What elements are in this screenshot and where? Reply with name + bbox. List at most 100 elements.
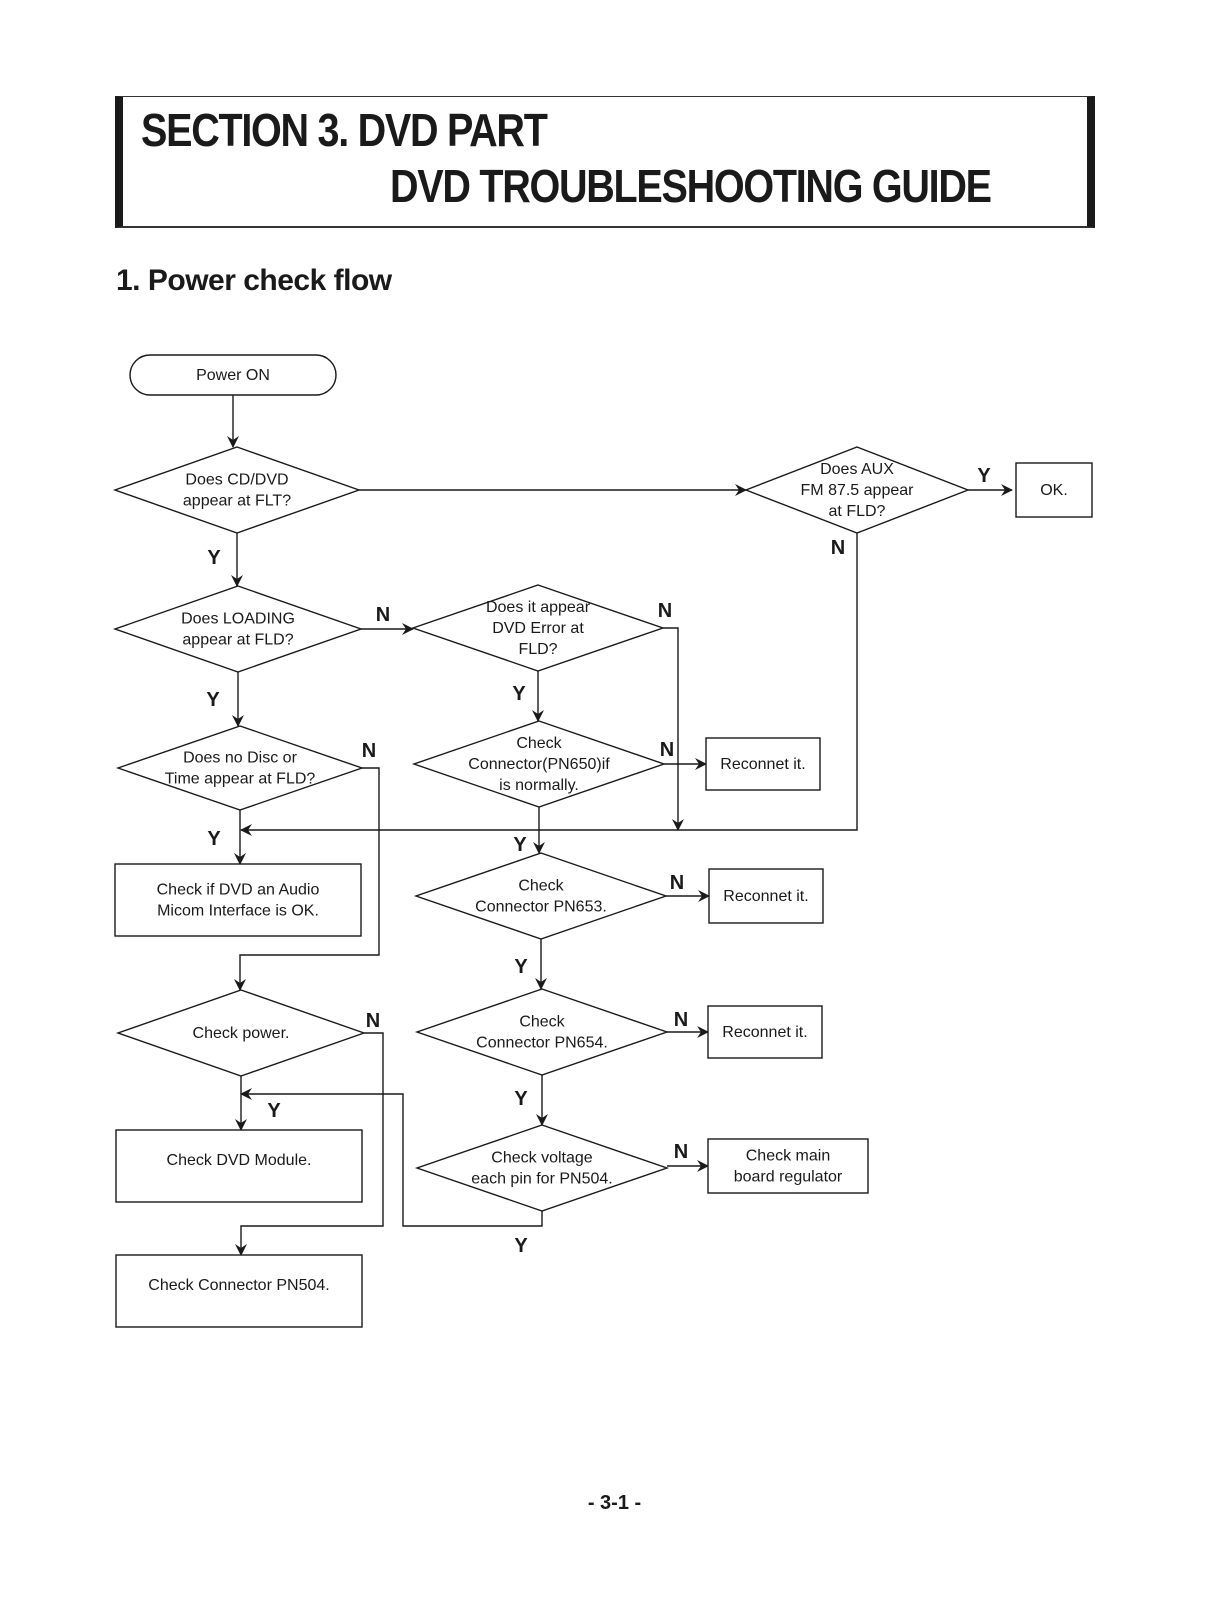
- node-text: OK.: [1040, 482, 1068, 499]
- node-text: Check voltage: [491, 1150, 592, 1167]
- node-text: Check DVD Module.: [167, 1152, 312, 1169]
- edge-q-power-to-check-pn504: [235, 1032, 384, 1256]
- no-label: N: [674, 1141, 688, 1163]
- node-text: at FLD?: [829, 503, 886, 520]
- node-ok: OK.: [1015, 462, 1093, 518]
- decision-diamond: [411, 720, 667, 808]
- node-text: Check: [516, 735, 562, 752]
- edge-q-dvderror-to-check-interface: [663, 627, 684, 831]
- decision-diamond: [112, 446, 362, 534]
- node-text: each pin for PN504.: [471, 1171, 612, 1188]
- edge-q-nodisc-to-q-power: [234, 767, 380, 991]
- node-text: Connector PN654.: [476, 1035, 608, 1052]
- node-text: Check main: [746, 1148, 830, 1165]
- node-text: Power ON: [196, 367, 270, 384]
- no-label: N: [376, 604, 390, 626]
- yes-label: Y: [207, 547, 221, 569]
- node-reconnect3: Reconnet it.: [707, 1005, 823, 1059]
- decision-diamond: [414, 988, 670, 1076]
- process-box: [114, 863, 362, 937]
- node-check-module: Check DVD Module.: [115, 1129, 363, 1203]
- node-q-cddvd: Does CD/DVD appear at FLT?: [112, 446, 362, 534]
- node-text: Micom Interface is OK.: [157, 903, 319, 920]
- node-text: appear at FLT?: [183, 493, 291, 510]
- process-box: [115, 1254, 363, 1328]
- terminal-shape: [129, 354, 337, 396]
- node-q-aux: Does AUX FM 87.5 appear at FLD?: [744, 446, 970, 534]
- node-reconnect1: Reconnet it.: [705, 737, 821, 791]
- section-header: SECTION 3. DVD PART DVD TROUBLESHOOTING …: [115, 96, 1095, 228]
- section-title: SECTION 3. DVD PART: [141, 104, 548, 156]
- node-text: Does AUX: [820, 461, 894, 478]
- node-text: appear at FLD?: [182, 632, 293, 649]
- yes-label: Y: [267, 1100, 281, 1122]
- node-text: Check power.: [193, 1025, 290, 1042]
- yes-label: Y: [514, 1235, 528, 1257]
- no-label: N: [658, 600, 672, 622]
- node-text: Does it appear: [486, 599, 591, 616]
- node-q-voltage: Check voltage each pin for PN504.: [414, 1124, 670, 1212]
- node-text: board regulator: [734, 1169, 843, 1186]
- node-q-nodisc: Does no Disc or Time appear at FLD?: [115, 725, 365, 811]
- no-label: N: [366, 1010, 380, 1032]
- decision-diamond: [115, 989, 367, 1077]
- decision-diamond: [115, 725, 365, 811]
- process-box: [705, 737, 821, 791]
- process-box: [708, 868, 824, 924]
- node-text: Connector PN653.: [475, 899, 607, 916]
- decision-diamond: [410, 584, 666, 672]
- no-label: N: [674, 1009, 688, 1031]
- decision-diamond: [413, 852, 669, 940]
- page-number: - 3-1 -: [587, 1492, 642, 1514]
- no-label: N: [660, 739, 674, 761]
- subsection-title: 1. Power check flow: [116, 264, 392, 297]
- decision-diamond: [744, 446, 970, 534]
- yes-label: Y: [977, 465, 991, 487]
- node-text: Check Connector PN504.: [148, 1277, 329, 1294]
- node-text: Check: [519, 1014, 565, 1031]
- node-reconnect2: Reconnet it.: [708, 868, 824, 924]
- node-text: Does LOADING: [181, 611, 295, 628]
- node-check-pn504: Check Connector PN504.: [115, 1254, 363, 1328]
- node-start: Power ON: [129, 354, 337, 396]
- yes-label: Y: [207, 828, 221, 850]
- node-text: is normally.: [499, 777, 579, 794]
- process-box: [707, 1005, 823, 1059]
- node-text: Check if DVD an Audio: [157, 882, 320, 899]
- edge-q-aux-to-check-interface: [240, 533, 858, 836]
- yes-label: Y: [206, 689, 220, 711]
- yes-label: Y: [512, 683, 526, 705]
- node-text: FLD?: [518, 641, 557, 658]
- edge-q-voltage-to-check-module: [240, 1088, 543, 1227]
- node-text: Does CD/DVD: [185, 472, 288, 489]
- process-box: [707, 1138, 869, 1194]
- no-label: N: [362, 740, 376, 762]
- node-text: Reconnet it.: [722, 1024, 807, 1041]
- node-text: Reconnet it.: [720, 756, 805, 773]
- node-text: Reconnet it.: [723, 888, 808, 905]
- process-box: [1015, 462, 1093, 518]
- node-text: Time appear at FLD?: [165, 771, 316, 788]
- decision-diamond: [414, 1124, 670, 1212]
- node-q-power: Check power.: [115, 989, 367, 1077]
- node-text: FM 87.5 appear: [801, 482, 915, 499]
- node-text: Connector(PN650)if: [468, 756, 610, 773]
- decision-diamond: [112, 585, 364, 673]
- node-text: DVD Error at: [492, 620, 584, 637]
- yes-label: Y: [513, 834, 527, 856]
- node-text: Check: [518, 878, 564, 895]
- process-box: [115, 1129, 363, 1203]
- no-label: N: [831, 537, 845, 559]
- no-label: N: [670, 872, 684, 894]
- node-check-regulator: Check main board regulator: [707, 1138, 869, 1194]
- guide-title: DVD TROUBLESHOOTING GUIDE: [390, 160, 992, 212]
- node-text: Does no Disc or: [183, 750, 297, 767]
- yes-label: Y: [514, 1088, 528, 1110]
- node-q-loading: Does LOADING appear at FLD?: [112, 585, 364, 673]
